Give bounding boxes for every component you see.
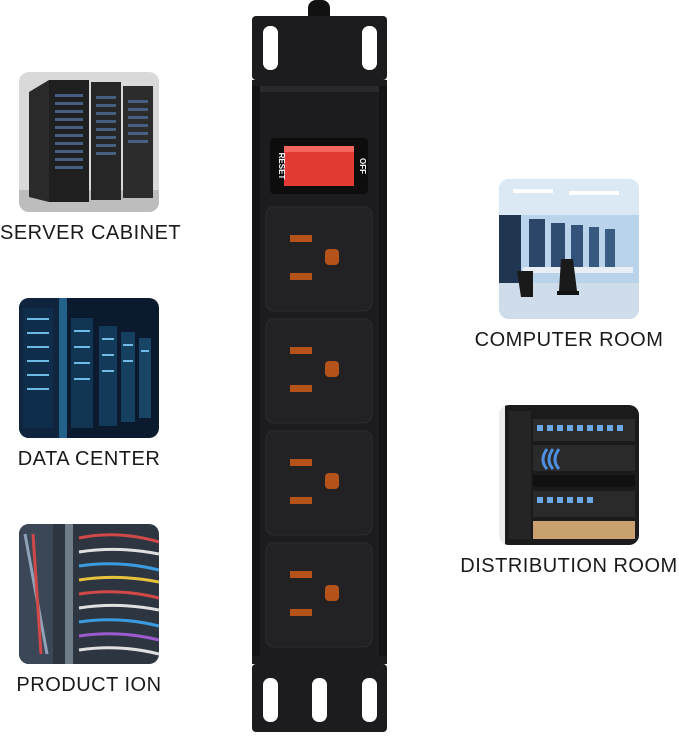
cable-production-photo	[19, 524, 159, 664]
outlet	[265, 318, 373, 424]
distribution-rack-photo	[499, 405, 639, 545]
scene-label-server-cabinet: SERVER CABINET	[0, 222, 182, 244]
outlet	[265, 430, 373, 536]
mounting-bracket-top	[252, 16, 387, 80]
scene-label-distribution-room: DISTRIBUTION ROOM	[460, 555, 678, 577]
switch-label-off: OFF	[358, 158, 367, 174]
data-center-photo	[19, 298, 159, 438]
scene-label-data-center: DATA CENTER	[17, 448, 161, 470]
server-cabinet-photo	[19, 72, 159, 212]
scene-label-production: PRODUCT ION	[16, 674, 162, 696]
computer-room-photo	[499, 179, 639, 319]
outlet	[265, 542, 373, 648]
reset-switch: RESET OFF	[270, 138, 368, 194]
switch-label-reset: RESET	[277, 153, 286, 180]
scene-label-computer-room: COMPUTER ROOM	[474, 329, 664, 351]
outlet	[265, 206, 373, 312]
mounting-bracket-bottom	[252, 664, 387, 732]
